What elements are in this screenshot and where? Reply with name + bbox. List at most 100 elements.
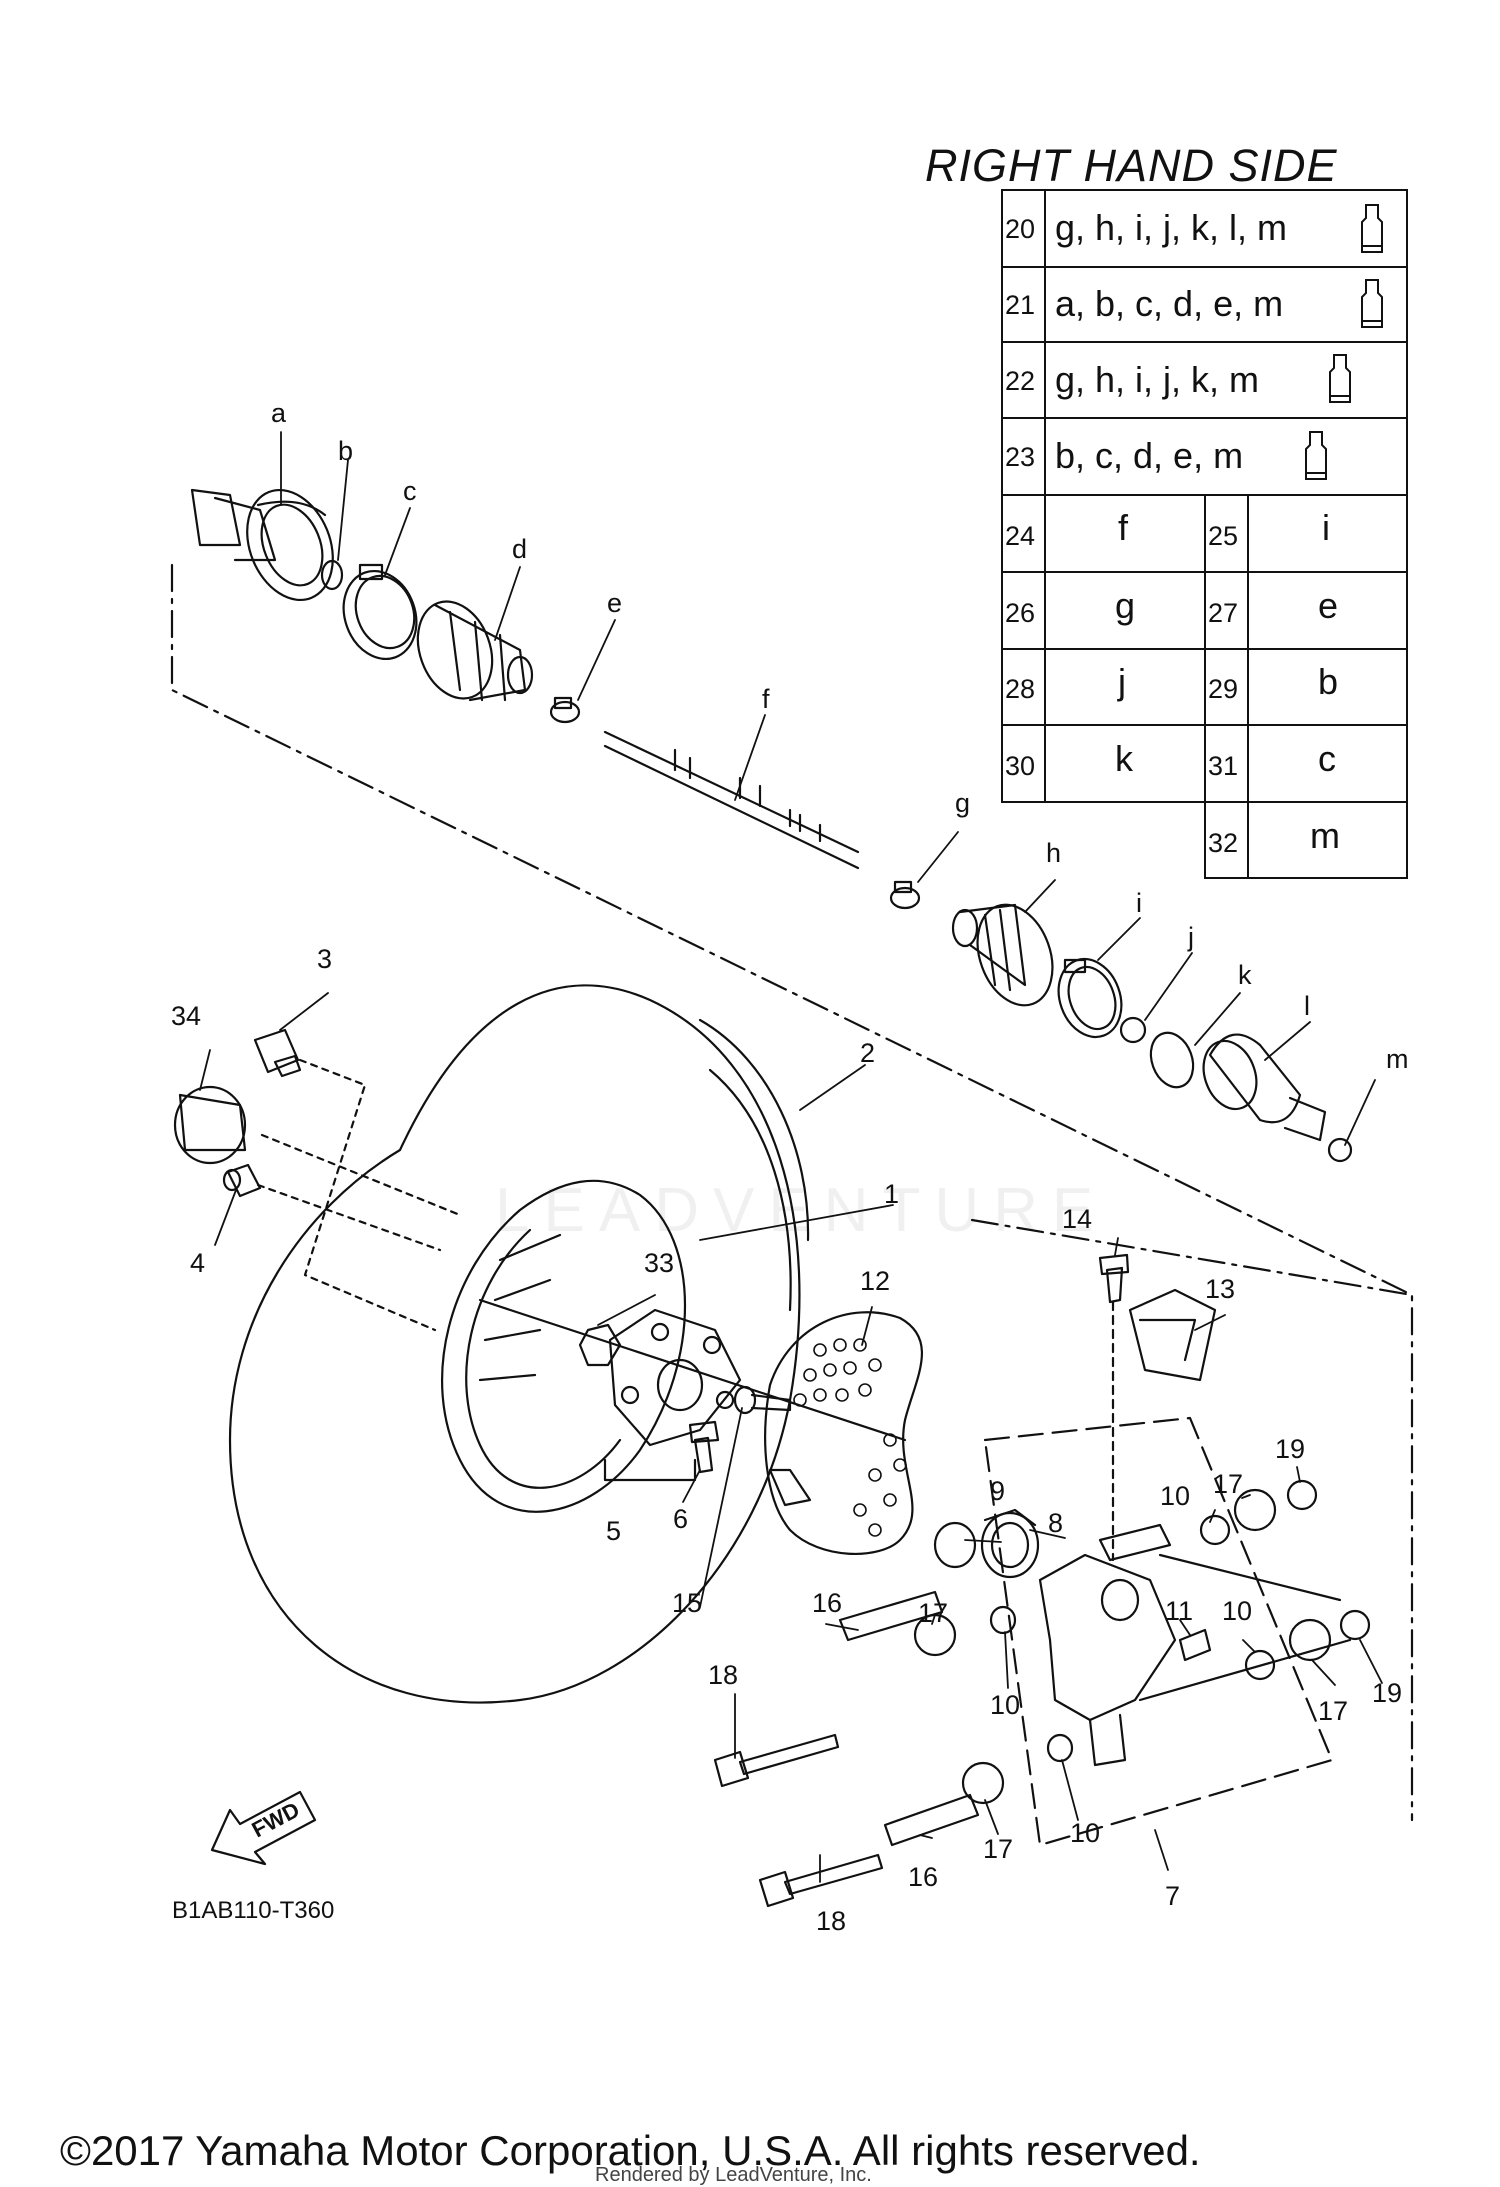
part-num: 31 [1208, 751, 1238, 781]
part-letter: m [1310, 815, 1340, 856]
cv-joint-outer [190, 488, 334, 602]
part-letter: b [1318, 661, 1338, 702]
label-3: 3 [317, 944, 332, 974]
clamp-g [889, 880, 921, 910]
knuckle-guard [1128, 1288, 1217, 1382]
label-17b: 17 [1318, 1696, 1348, 1726]
kit-table [1001, 189, 1408, 879]
page-title: RIGHT HAND SIDE [925, 140, 1338, 191]
shaft-assembly-frame [170, 563, 1414, 1822]
hub-bracket [603, 1458, 697, 1482]
part-num: 29 [1208, 674, 1238, 704]
label-h: h [1046, 838, 1061, 868]
kit-parts: b, c, d, e, m [1055, 435, 1243, 476]
oring-k [1149, 1031, 1195, 1089]
part-num: 25 [1208, 521, 1238, 551]
kit-num: 22 [1005, 366, 1035, 396]
brake-disc [764, 1311, 924, 1555]
part-letter: c [1318, 738, 1336, 779]
kit-parts: g, h, i, j, k, m [1055, 359, 1259, 400]
spacer-16b [883, 1793, 980, 1847]
nut-19a [1286, 1479, 1318, 1511]
pin-line-upper [1158, 1553, 1342, 1602]
label-19a: 19 [1275, 1434, 1305, 1464]
part-letter: j [1117, 661, 1126, 702]
fwd-arrow-icon [210, 1790, 317, 1866]
fwd-label: FWD [248, 1797, 304, 1843]
steering-knuckle [1038, 1523, 1177, 1767]
seal-17d [961, 1761, 1005, 1805]
part-num: 28 [1005, 674, 1035, 704]
label-i: i [1136, 888, 1142, 918]
bushing-10c [1244, 1649, 1276, 1681]
stud-bolt-6 [688, 1420, 720, 1474]
nut-19b [1339, 1609, 1371, 1641]
label-7: 7 [1165, 1881, 1180, 1911]
valve-stem [253, 1028, 302, 1078]
label-a: a [271, 398, 287, 428]
wheel-cap [173, 1085, 247, 1165]
circlip-9 [933, 1521, 977, 1569]
circlip-b [320, 559, 344, 591]
part-letter: g [1115, 585, 1135, 626]
cv-joint-inner [1202, 1033, 1327, 1142]
kit-parts: a, b, c, d, e, m [1055, 283, 1283, 324]
label-16b: 16 [908, 1862, 938, 1892]
spacer-16a [838, 1590, 944, 1642]
part-num: 26 [1005, 598, 1035, 628]
wheel-nut-4 [222, 1163, 262, 1198]
brake-disc-holes [793, 1338, 907, 1537]
bushing-10b [989, 1605, 1017, 1635]
label-15: 15 [672, 1588, 702, 1618]
part-num: 32 [1208, 828, 1238, 858]
circlip-j [1119, 1016, 1147, 1044]
label-5: 5 [606, 1516, 621, 1546]
label-d: d [512, 534, 527, 564]
grease-tube-icon [1361, 204, 1383, 253]
part-letter: f [1118, 507, 1129, 548]
part-labels: a b c d e f g h i j k l m 1 2 3 4 5 6 7 … [171, 398, 1409, 1936]
label-10d: 10 [1070, 1818, 1100, 1848]
label-f: f [762, 684, 770, 714]
kit-num: 23 [1005, 442, 1035, 472]
bolt-18b [758, 1853, 884, 1908]
grease-tube-icon [1305, 431, 1327, 480]
label-14: 14 [1062, 1204, 1092, 1234]
grease-tube-icon [1329, 354, 1351, 403]
label-c: c [403, 476, 417, 506]
part-letter: i [1322, 507, 1330, 548]
label-12: 12 [860, 1266, 890, 1296]
label-16a: 16 [812, 1588, 842, 1618]
bushing-10d [1046, 1733, 1074, 1763]
label-18a: 18 [708, 1660, 738, 1690]
label-b: b [338, 436, 353, 466]
boot-band-c [342, 563, 418, 661]
dashed-leaders-wheel [256, 1058, 462, 1332]
part-num: 30 [1005, 751, 1035, 781]
part-num: 24 [1005, 521, 1035, 551]
label-33: 33 [644, 1248, 674, 1278]
bushing-10a [1199, 1514, 1231, 1546]
part-num: 27 [1208, 598, 1238, 628]
axle-shaft-f [603, 730, 860, 870]
label-19b: 19 [1372, 1678, 1402, 1708]
label-k: k [1238, 960, 1252, 990]
label-9: 9 [990, 1476, 1005, 1506]
hub-nut-33 [578, 1323, 622, 1367]
label-2: 2 [860, 1038, 875, 1068]
label-m: m [1386, 1044, 1409, 1074]
part-letter: e [1318, 585, 1338, 626]
label-1: 1 [884, 1179, 899, 1209]
seal-17a [1233, 1488, 1277, 1532]
wheel-rim [441, 1179, 687, 1513]
label-13: 13 [1205, 1274, 1235, 1304]
cv-boot-h [951, 903, 1054, 1007]
grease-nipple-11 [1178, 1628, 1212, 1662]
rendered-by-notice: Rendered by LeadVenture, Inc. [595, 2164, 872, 2186]
wheel-hub [608, 1308, 742, 1447]
kit-table-text: 20 g, h, i, j, k, l, m 21 a, b, c, d, e,… [1005, 207, 1340, 858]
label-8: 8 [1048, 1508, 1063, 1538]
clamp-e [549, 696, 581, 724]
label-18b: 18 [816, 1906, 846, 1936]
